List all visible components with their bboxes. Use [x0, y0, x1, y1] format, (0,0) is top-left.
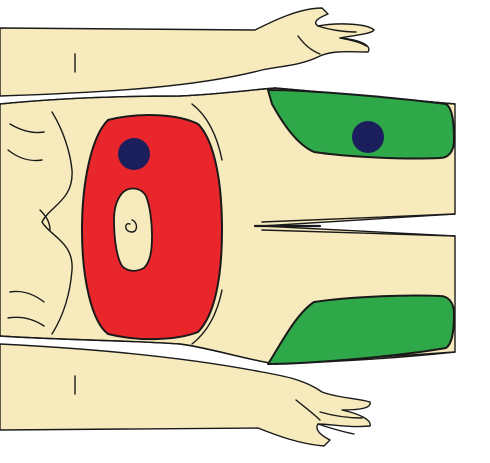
navel-cutout	[114, 189, 152, 271]
upper-arm-shape	[0, 8, 374, 96]
abdomen-site-dot-icon	[118, 138, 150, 170]
thigh-site-dot-icon	[352, 121, 384, 153]
upper-arm	[0, 8, 374, 96]
